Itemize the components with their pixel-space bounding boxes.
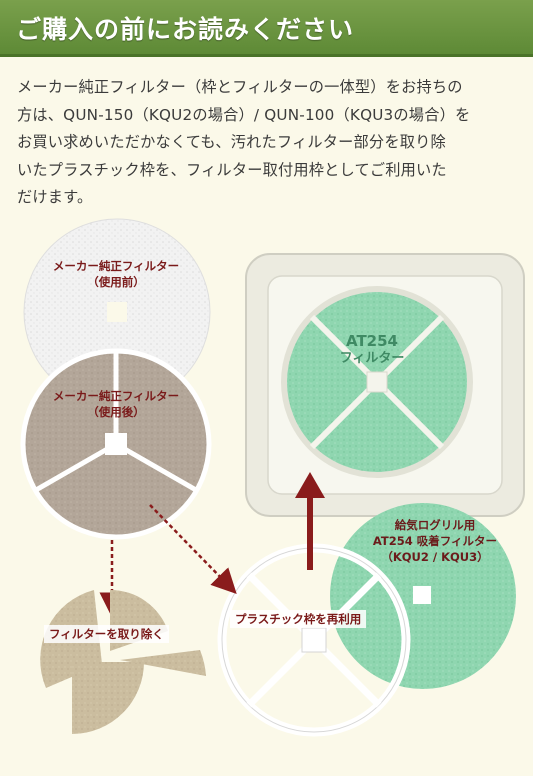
intro-line-5: だけます。 <box>17 188 93 206</box>
product-label: 給気ログリル用 AT254 吸着フィルター （KQU2 / KQU3） <box>372 518 498 564</box>
stamp-at254: AT254 <box>346 332 398 350</box>
used-filter <box>20 348 212 540</box>
reuse-frame-label: プラスチック枠を再利用 <box>230 610 367 628</box>
intro-line-3: お買い求めいただかなくても、汚れたフィルター部分を取り除 <box>17 133 446 151</box>
new-filter <box>23 218 211 406</box>
grille-frame: AT254 フィルター <box>245 253 525 517</box>
removed-filter-pieces <box>40 589 206 734</box>
at254-filter <box>330 503 516 689</box>
used-filter-label: メーカー純正フィルター （使用後） <box>52 389 180 419</box>
intro-text: メーカー純正フィルター（枠とフィルターの一体型）をお持ちの 方は、QUN-150… <box>17 74 522 212</box>
plastic-frame <box>217 543 411 737</box>
up-arrow-head <box>295 472 325 498</box>
page-title: ご購入の前にお読みください <box>16 15 355 44</box>
new-filter-label: メーカー純正フィルター （使用前） <box>52 259 180 289</box>
stamp-filter: フィルター <box>340 351 405 366</box>
header-banner: ご購入の前にお読みください <box>0 0 533 57</box>
dashed-arrow-diagonal <box>149 504 237 594</box>
intro-line-2: 方は、QUN-150（KQU2の場合）/ QUN-100（KQU3の場合）を <box>17 105 471 124</box>
intro-line-1: メーカー純正フィルター（枠とフィルターの一体型）をお持ちの <box>17 78 463 96</box>
intro-line-4: いたプラスチック枠を、フィルター取付用枠としてご利用いた <box>17 160 447 179</box>
remove-filter-label: フィルターを取り除く <box>44 625 169 643</box>
